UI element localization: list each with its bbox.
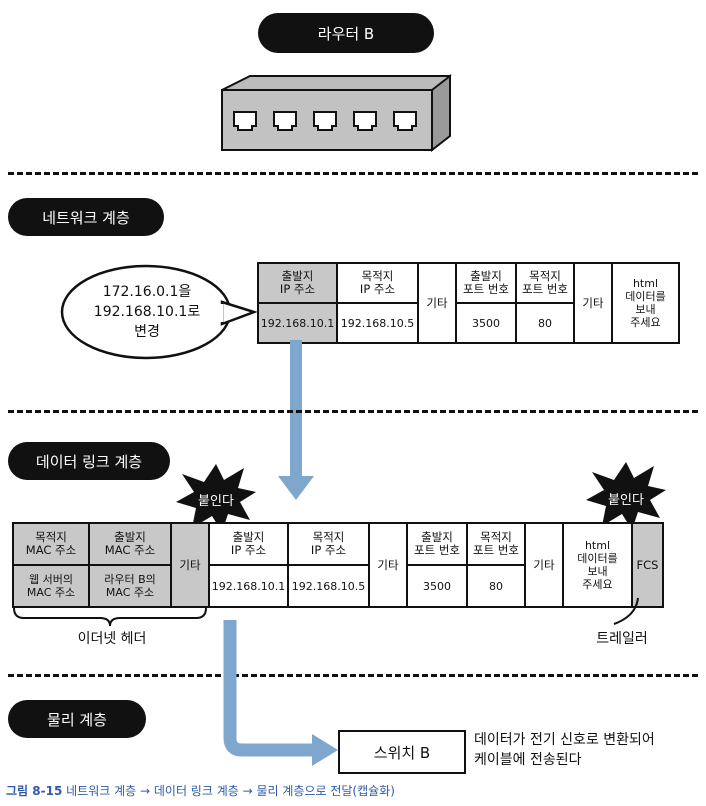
frame-dst-port-value: 80 <box>489 579 503 593</box>
divider-1 <box>8 172 698 175</box>
etc-cell-2: 기타 <box>582 295 604 310</box>
frame-src-port-value: 3500 <box>423 579 451 593</box>
dst-ip-value: 192.168.10.5 <box>340 316 415 330</box>
figure-number: 그림 8-15 <box>6 784 63 798</box>
l-arrow <box>223 620 338 766</box>
datalink-layer-label: 데이터 링크 계층 <box>8 442 170 480</box>
frame-etc-cell-2: 기타 <box>533 557 555 572</box>
figure-caption: 그림 8-15 네트워크 계층 → 데이터 링크 계층 → 물리 계층으로 전달… <box>6 782 395 799</box>
network-layer-label: 네트워크 계층 <box>8 198 164 236</box>
switch-box: 스위치 B <box>338 730 466 774</box>
dst-mac-value: 웹 서버의 MAC 주소 <box>26 573 76 599</box>
etc-cell-0: 기타 <box>179 557 201 572</box>
src-ip-value: 192.168.10.1 <box>260 316 335 330</box>
router-icon <box>221 73 452 153</box>
trailer-pointer <box>613 597 639 625</box>
frame-html-data-cell: html 데이터를 보내 주세요 <box>577 539 618 591</box>
src-mac-value: 라우터 B의 MAC 주소 <box>104 573 156 599</box>
divider-3 <box>8 674 698 677</box>
fcs-cell: FCS <box>636 557 659 572</box>
attach-left-label: 붙인다 <box>198 494 234 509</box>
dst-port-header: 목적지 포트 번호 <box>517 264 573 304</box>
src-mac-header: 출발지 MAC 주소 <box>90 524 170 566</box>
ethernet-header-brace <box>13 607 207 627</box>
frame-dst-port-header: 목적지 포트 번호 <box>468 524 524 566</box>
router-label: 라우터 B <box>258 13 434 53</box>
src-ip-header: 출발지 IP 주소 <box>259 264 336 304</box>
down-arrow <box>278 340 314 500</box>
trailer-label: 트레일러 <box>596 631 648 647</box>
starburst-right <box>586 462 666 530</box>
ethernet-header-label: 이더넷 헤더 <box>77 631 147 647</box>
speech-bubble-shape <box>60 264 258 360</box>
physical-note: 데이터가 전기 신호로 변환되어 케이블에 전송된다 <box>474 732 655 768</box>
frame-dst-ip-header: 목적지 IP 주소 <box>289 524 368 566</box>
html-data-cell: html 데이터를 보내 주세요 <box>625 277 666 329</box>
figure-caption-text: 네트워크 계층 → 데이터 링크 계층 → 물리 계층으로 전달(캡슐화) <box>66 784 395 798</box>
src-port-header: 출발지 포트 번호 <box>457 264 515 304</box>
frame-src-ip-header: 출발지 IP 주소 <box>210 524 287 566</box>
divider-2 <box>8 410 698 413</box>
frame-src-ip-value: 192.168.10.1 <box>210 566 287 606</box>
dst-port-value: 80 <box>538 316 552 330</box>
dst-mac-header: 목적지 MAC 주소 <box>14 524 88 566</box>
physical-layer-label: 물리 계층 <box>8 700 146 738</box>
etc-cell-1: 기타 <box>426 295 448 310</box>
dst-ip-header: 목적지 IP 주소 <box>338 264 417 304</box>
network-packet: 출발지 IP 주소 192.168.10.1 목적지 IP 주소 192.168… <box>257 262 680 344</box>
frame-dst-ip-value: 192.168.10.5 <box>291 579 366 593</box>
attach-right-label: 붙인다 <box>608 493 644 508</box>
frame-src-port-header: 출발지 포트 번호 <box>408 524 466 566</box>
starburst-left <box>176 464 256 532</box>
src-port-value: 3500 <box>472 316 500 330</box>
frame-etc-cell-1: 기타 <box>377 557 399 572</box>
datalink-frame: 목적지 MAC 주소 웹 서버의 MAC 주소 출발지 MAC 주소 라우터 B… <box>12 522 664 608</box>
speech-bubble-text: 172.16.0.1을 192.168.10.1로 변경 <box>93 284 201 340</box>
